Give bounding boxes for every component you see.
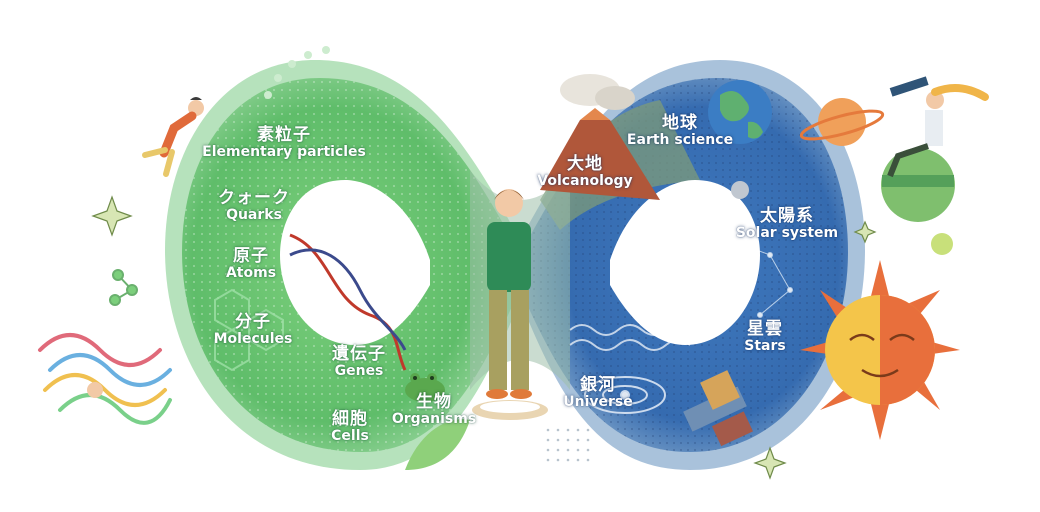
label-en: Solar system bbox=[735, 225, 839, 242]
sun-face-icon bbox=[800, 260, 960, 440]
left-loop bbox=[165, 60, 520, 470]
label-en: Volcanology bbox=[537, 173, 633, 190]
person-center-icon bbox=[472, 189, 548, 420]
label-ja: 原子 bbox=[232, 246, 269, 266]
label-ja: 地球 bbox=[661, 113, 698, 133]
label-organisms: 生物 Organisms bbox=[391, 392, 477, 428]
label-quarks: クォーク Quarks bbox=[218, 188, 290, 224]
label-ja: 分子 bbox=[235, 312, 271, 332]
label-en: Universe bbox=[563, 394, 633, 411]
sparkle-icon bbox=[91, 195, 877, 480]
label-molecules: 分子 Molecules bbox=[213, 312, 293, 348]
label-universe: 銀河 Universe bbox=[563, 375, 633, 411]
bubbles-icon bbox=[264, 46, 330, 99]
moon-icon bbox=[931, 233, 953, 255]
label-atoms: 原子 Atoms bbox=[225, 246, 277, 282]
label-ja: 素粒子 bbox=[257, 125, 311, 145]
label-ja: 遺伝子 bbox=[332, 344, 386, 364]
label-en: Molecules bbox=[213, 331, 293, 348]
label-cells: 細胞 Cells bbox=[331, 409, 369, 445]
label-ja: 生物 bbox=[415, 392, 452, 412]
earth-globe-icon bbox=[708, 80, 772, 144]
moon-icon bbox=[731, 181, 749, 199]
dot-grid bbox=[546, 428, 590, 462]
leaf-icon bbox=[405, 419, 470, 470]
molecule-icon bbox=[109, 269, 138, 306]
label-en: Quarks bbox=[226, 207, 282, 224]
label-ja: 細胞 bbox=[331, 409, 368, 429]
label-ja: 大地 bbox=[566, 154, 603, 174]
label-en: Genes bbox=[334, 363, 384, 380]
telescope-person-icon bbox=[881, 76, 989, 222]
label-ja: 銀河 bbox=[580, 375, 616, 395]
label-ja: クォーク bbox=[218, 188, 290, 208]
dna-helix-icon bbox=[289, 233, 407, 371]
frog-icon bbox=[405, 373, 445, 402]
ribbons-person-icon bbox=[38, 333, 172, 425]
volcano-icon bbox=[540, 74, 660, 200]
label-en: Cells bbox=[331, 428, 369, 445]
jumping-person-icon bbox=[142, 97, 204, 177]
label-en: Stars bbox=[744, 338, 786, 355]
label-ja: 太陽系 bbox=[759, 206, 814, 226]
label-en: Elementary particles bbox=[202, 144, 366, 161]
label-stars: 星雲 Stars bbox=[744, 319, 786, 355]
label-volcanology: 大地 Volcanology bbox=[537, 154, 633, 190]
label-en: Organisms bbox=[391, 411, 477, 428]
label-elementary-particles: 素粒子 Elementary particles bbox=[202, 125, 366, 161]
label-en: Earth science bbox=[626, 132, 734, 149]
label-solar-system: 太陽系 Solar system bbox=[735, 206, 839, 242]
label-en: Atoms bbox=[225, 265, 277, 282]
satellite-icon bbox=[683, 370, 753, 447]
galaxy-spiral-icon bbox=[584, 376, 666, 414]
label-ja: 星雲 bbox=[747, 319, 783, 339]
label-genes: 遺伝子 Genes bbox=[332, 344, 386, 380]
saturn-planet-icon bbox=[799, 98, 885, 146]
label-earth-science: 地球 Earth science bbox=[626, 113, 734, 149]
